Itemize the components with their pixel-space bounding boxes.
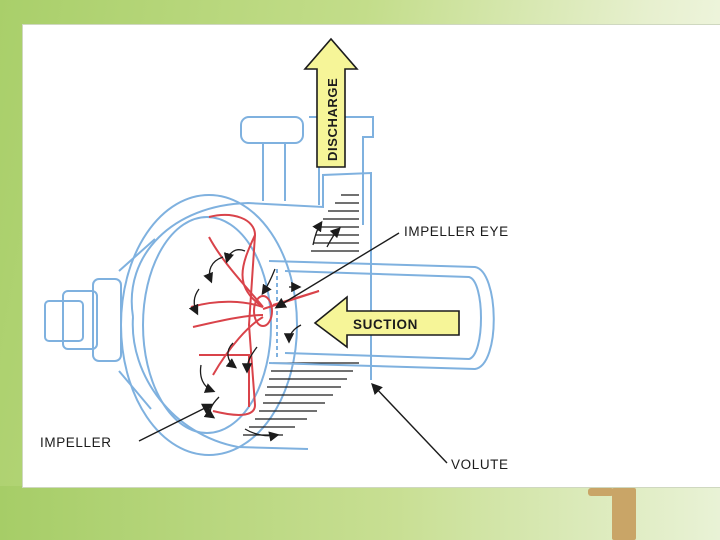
volute-leader	[371, 382, 448, 464]
suction-pipe	[268, 260, 495, 371]
decorative-stem	[612, 488, 636, 540]
discharge-label: DISCHARGE	[325, 78, 340, 161]
motor-shaft	[44, 278, 122, 362]
impeller-label: IMPELLER	[40, 435, 112, 450]
diagram-panel: DISCHARGE SUCTION IMPELLER EYE IMPELLER …	[22, 24, 720, 488]
decorative-stem-cap	[588, 488, 614, 496]
impeller-eye-leader	[274, 232, 400, 309]
discharge-arrow: DISCHARGE	[303, 37, 359, 168]
leader-lines	[138, 232, 448, 464]
impeller	[190, 214, 320, 416]
impeller-eye-label: IMPELLER EYE	[404, 224, 509, 239]
suction-label: SUCTION	[353, 317, 418, 332]
discharge-pipe	[240, 116, 374, 225]
volute-label: VOLUTE	[451, 457, 509, 472]
pump-casing	[118, 171, 372, 456]
flow-arrows	[188, 220, 341, 442]
pump-diagram: DISCHARGE SUCTION	[44, 37, 495, 464]
impeller-leader	[138, 403, 214, 442]
suction-arrow: SUCTION	[313, 295, 460, 349]
